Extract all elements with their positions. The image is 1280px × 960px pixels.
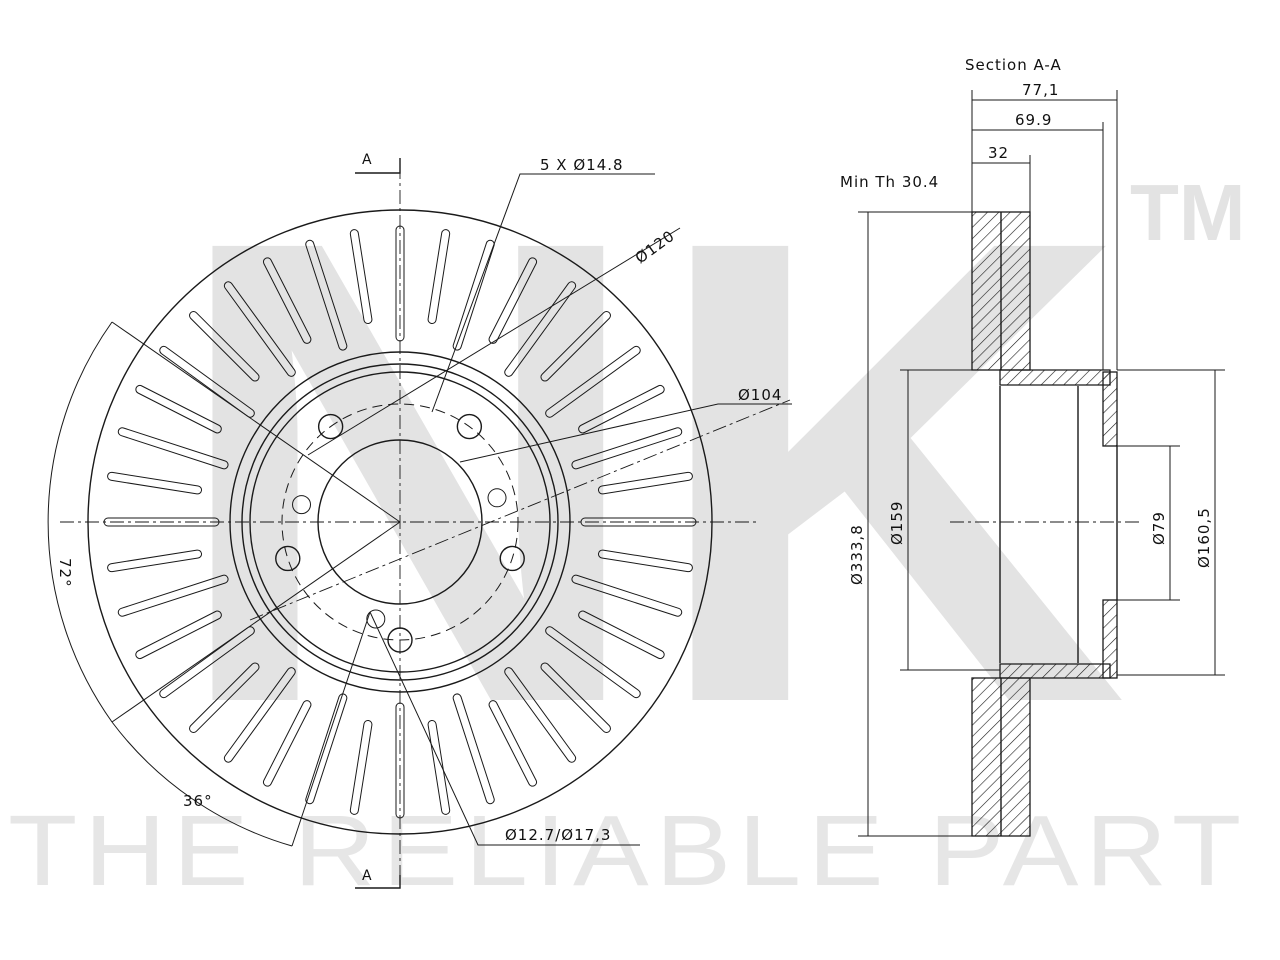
cooling-vane bbox=[107, 549, 202, 573]
locating-hole bbox=[487, 488, 507, 508]
cooling-vane bbox=[578, 610, 665, 660]
hat-face-lower bbox=[1102, 599, 1118, 679]
cooling-vane bbox=[427, 229, 451, 324]
diagonal-centerline bbox=[249, 399, 791, 621]
cooling-vanes bbox=[103, 225, 697, 819]
cooling-vane bbox=[135, 610, 222, 660]
angle-72-ray-top bbox=[111, 321, 401, 523]
section-arrow-bottom bbox=[355, 875, 401, 889]
cooling-vane bbox=[189, 662, 260, 733]
bore-159-label: Ø159 bbox=[888, 501, 906, 545]
cooling-vane bbox=[223, 667, 296, 763]
cooling-vane bbox=[349, 229, 373, 324]
cooling-vane bbox=[598, 549, 693, 573]
overall-height-label: 77,1 bbox=[1022, 81, 1059, 99]
cooling-vane bbox=[223, 281, 296, 377]
cooling-vane bbox=[571, 574, 683, 617]
cooling-vane bbox=[262, 700, 312, 787]
cooling-vane bbox=[580, 517, 697, 527]
section-mark-bottom: A bbox=[362, 868, 373, 884]
bolt-hole bbox=[456, 413, 483, 440]
cooling-vane bbox=[103, 517, 220, 527]
cooling-vane bbox=[545, 626, 641, 699]
cooling-vane bbox=[305, 693, 348, 805]
cooling-vane bbox=[452, 693, 495, 805]
cooling-vane bbox=[395, 225, 405, 342]
cooling-vane bbox=[504, 281, 577, 377]
hat-wall-upper bbox=[999, 369, 1111, 386]
cooling-vane bbox=[540, 662, 611, 733]
pcd-leader bbox=[307, 227, 681, 456]
cooling-vane bbox=[349, 720, 373, 815]
cooling-vane bbox=[305, 239, 348, 351]
cooling-vane bbox=[189, 311, 260, 382]
angle-36-ray bbox=[291, 611, 371, 847]
nk-logo-watermark: NK TM bbox=[168, 103, 1246, 840]
hat-face-upper bbox=[1102, 371, 1118, 447]
locating-hole bbox=[366, 609, 386, 629]
min-thickness-label: Min Th 30.4 bbox=[840, 173, 939, 191]
hat-diameter-label: Ø160,5 bbox=[1195, 507, 1213, 568]
cooling-vane bbox=[540, 311, 611, 382]
cooling-vane bbox=[159, 626, 255, 699]
section-view: Section A-A 77,1 69.9 32 Min Th 30.4 Ø33… bbox=[840, 56, 1225, 837]
hat-wall-lower bbox=[999, 663, 1111, 679]
cooling-vane bbox=[545, 345, 641, 418]
angle-72-label: 72° bbox=[56, 558, 74, 588]
cooling-vane bbox=[452, 239, 495, 351]
bolt-hole bbox=[317, 413, 344, 440]
cooling-vane bbox=[571, 427, 683, 470]
bolt-hole bbox=[275, 545, 301, 572]
cooling-vane bbox=[135, 384, 222, 434]
bolt-hole-label: 5 X Ø14.8 bbox=[540, 156, 624, 174]
cooling-vane bbox=[488, 257, 538, 344]
small-holes-label: Ø12.7/Ø17,3 bbox=[505, 826, 611, 844]
trademark-symbol: TM bbox=[1130, 168, 1246, 257]
cooling-vane bbox=[262, 257, 312, 344]
cooling-vane bbox=[504, 667, 577, 763]
cooling-vane bbox=[107, 471, 202, 495]
angle-72-ray-bottom bbox=[111, 521, 401, 723]
center-bore-label: Ø79 bbox=[1150, 511, 1168, 545]
thickness-label: 32 bbox=[988, 144, 1009, 162]
section-arrow-top bbox=[355, 158, 401, 174]
angle-36-label: 36° bbox=[183, 792, 213, 810]
cooling-vane bbox=[117, 574, 229, 617]
angle-36-arc bbox=[111, 721, 293, 847]
section-mark-top: A bbox=[362, 152, 373, 168]
small-holes-leader bbox=[369, 611, 640, 846]
cooling-vane bbox=[578, 384, 665, 434]
section-title: Section A-A bbox=[965, 56, 1062, 74]
angle-72-arc bbox=[47, 321, 113, 723]
locating-hole bbox=[292, 495, 312, 515]
cooling-vane bbox=[117, 427, 229, 470]
bolt-hole-leader bbox=[431, 173, 655, 413]
tagline-watermark: THE RELIABLE PART bbox=[8, 795, 1248, 907]
bolt-hole bbox=[499, 545, 525, 572]
hat-height-label: 69.9 bbox=[1015, 111, 1052, 129]
cooling-vane bbox=[159, 345, 255, 418]
cooling-vane bbox=[427, 720, 451, 815]
front-view: A A 5 X Ø14.8 Ø120 Ø104 Ø12.7/Ø17,3 72° … bbox=[47, 152, 792, 889]
outer-diameter-label: Ø333,8 bbox=[848, 524, 866, 585]
cooling-vane bbox=[598, 471, 693, 495]
hub-diameter-leader bbox=[459, 403, 792, 463]
hub-diameter-label: Ø104 bbox=[738, 386, 782, 404]
cooling-vane bbox=[395, 702, 405, 819]
cooling-vane bbox=[488, 700, 538, 787]
